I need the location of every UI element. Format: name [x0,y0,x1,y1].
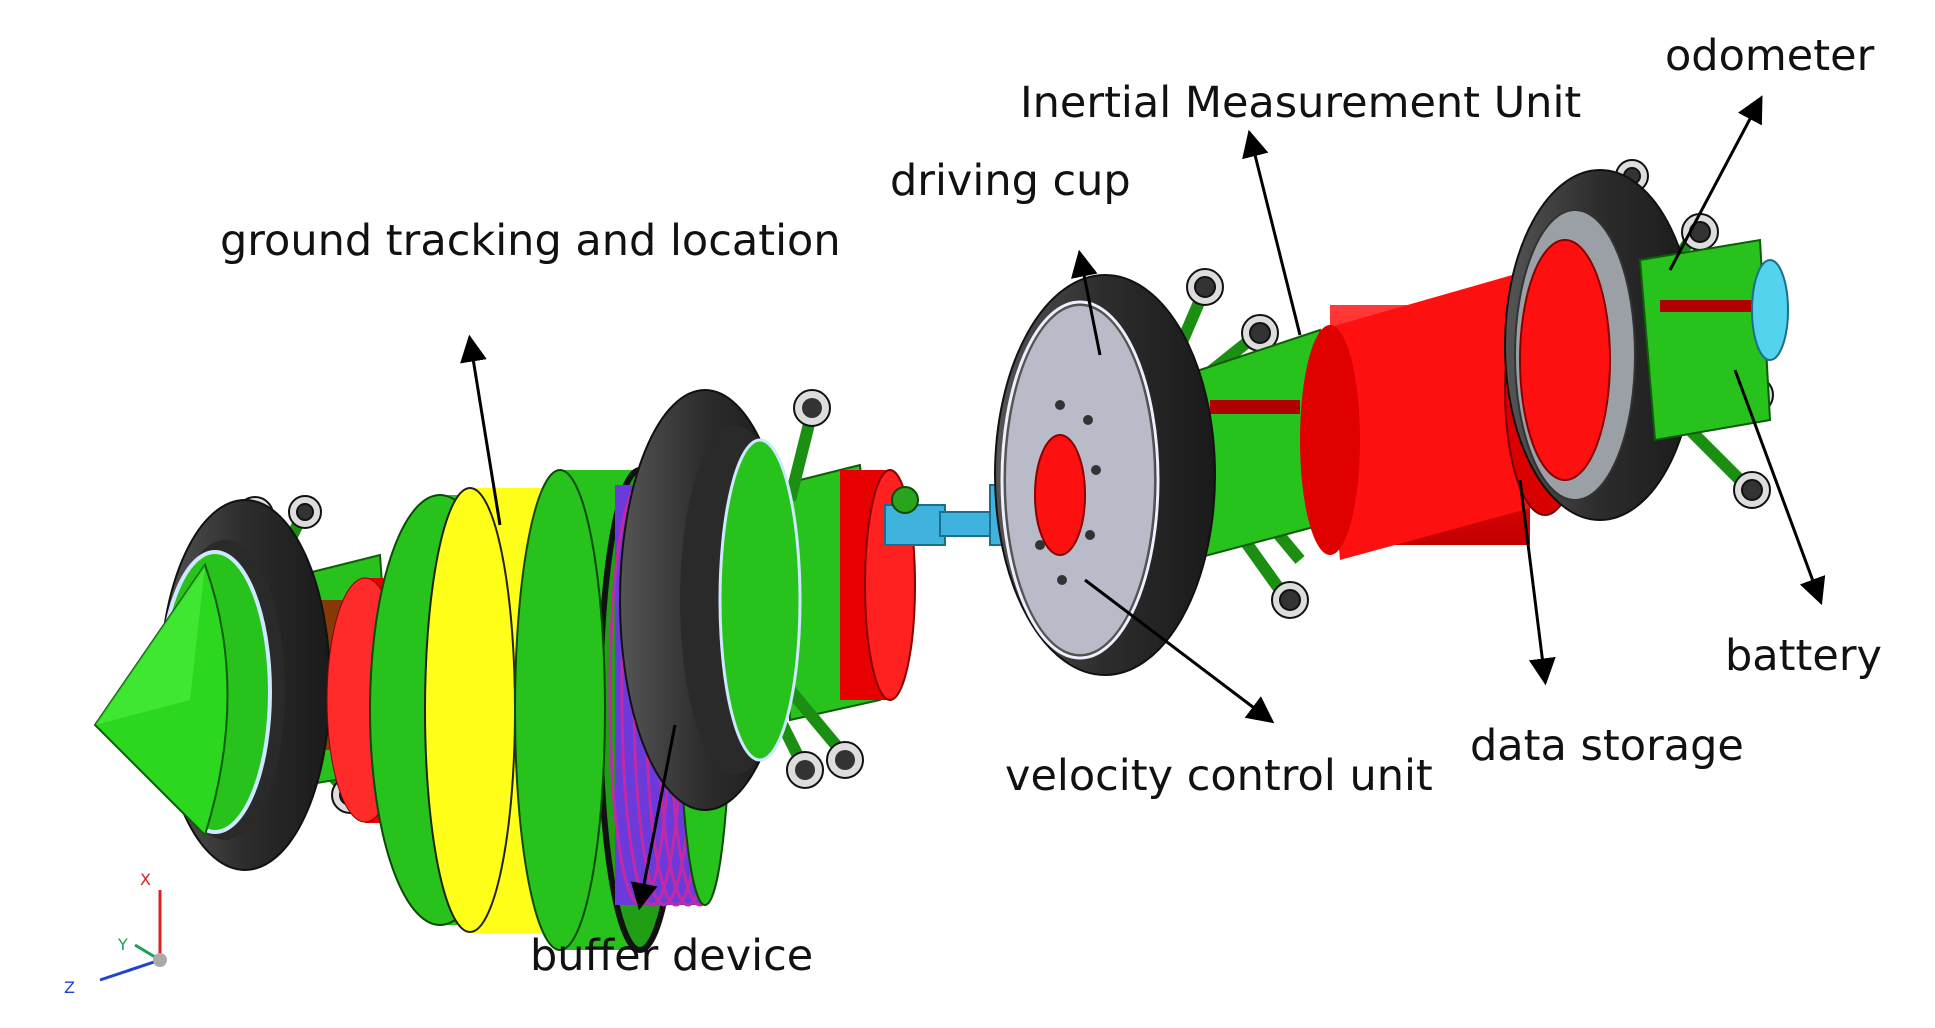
label-battery: battery [1725,631,1882,681]
rear-module [994,159,1789,676]
arrow-driving-cup [1070,249,1102,356]
arrow-buffer-device [630,724,677,911]
label-data-storage: data storage [1470,721,1744,771]
axis-x-label: X [140,870,151,889]
mid-left-module [619,389,916,811]
label-imu: Inertial Measurement Unit [1020,78,1582,128]
arrow-ground-tracking [460,334,502,526]
label-ground-tracking: ground tracking and location [220,216,841,266]
arrow-data-storage [1518,479,1556,686]
label-odometer: odometer [1665,31,1875,81]
axis-z-label: Z [64,978,75,997]
battery-body [1638,238,1772,442]
arrow-imu [1242,129,1302,336]
arrow-velocity-control [1084,578,1275,724]
axis-y-label: Y [118,935,128,954]
label-driving-cup: driving cup [890,156,1131,206]
pointer-arrows [460,95,1826,911]
axis-triad [99,890,167,982]
label-buffer-device: buffer device [530,931,814,981]
label-velocity-control: velocity control unit [1005,751,1433,801]
arrow-odometer [1668,95,1763,271]
arrow-battery [1733,369,1826,606]
